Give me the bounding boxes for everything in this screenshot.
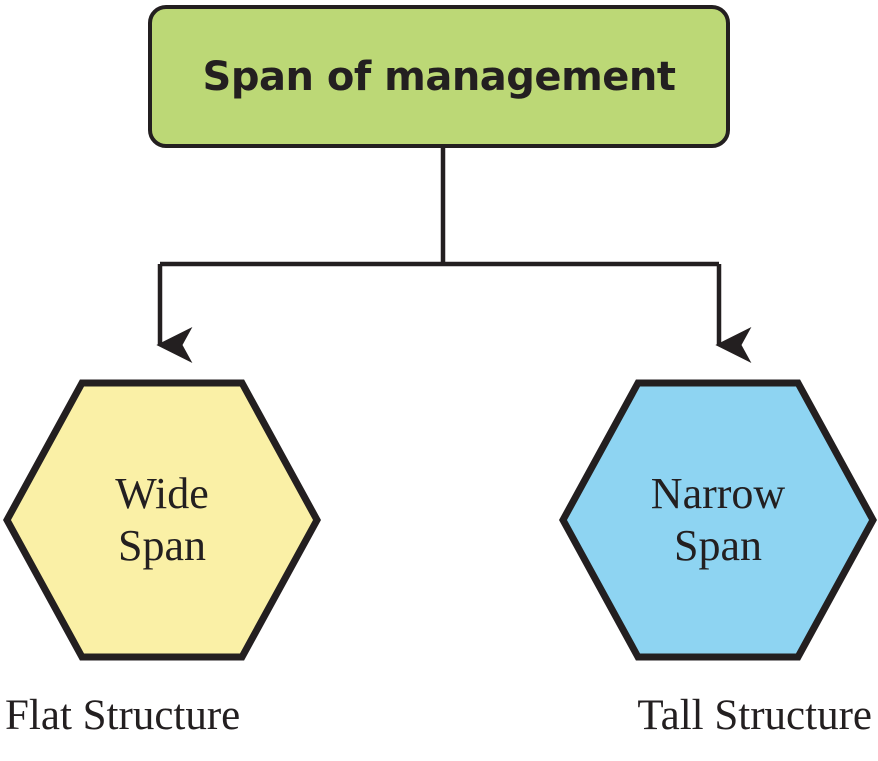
node-wide-span-label-line2: Span: [118, 521, 206, 570]
node-narrow-span[interactable]: Narrow Span: [559, 379, 877, 661]
hexagon-shape-right: [559, 379, 877, 661]
node-span-of-management[interactable]: Span of management: [148, 5, 730, 148]
node-narrow-span-label-line2: Span: [674, 521, 762, 570]
node-wide-span-label: Wide Span: [3, 379, 321, 661]
hexagon-shape-left: [3, 379, 321, 661]
node-span-of-management-label: Span of management: [202, 53, 676, 100]
node-wide-span-label-line1: Wide: [115, 469, 209, 519]
caption-flat-structure: Flat Structure: [5, 692, 241, 739]
node-narrow-span-label: Narrow Span: [559, 379, 877, 661]
node-wide-span[interactable]: Wide Span: [3, 379, 321, 661]
caption-tall-structure: Tall Structure: [637, 692, 872, 739]
node-narrow-span-label-line1: Narrow: [650, 469, 786, 519]
